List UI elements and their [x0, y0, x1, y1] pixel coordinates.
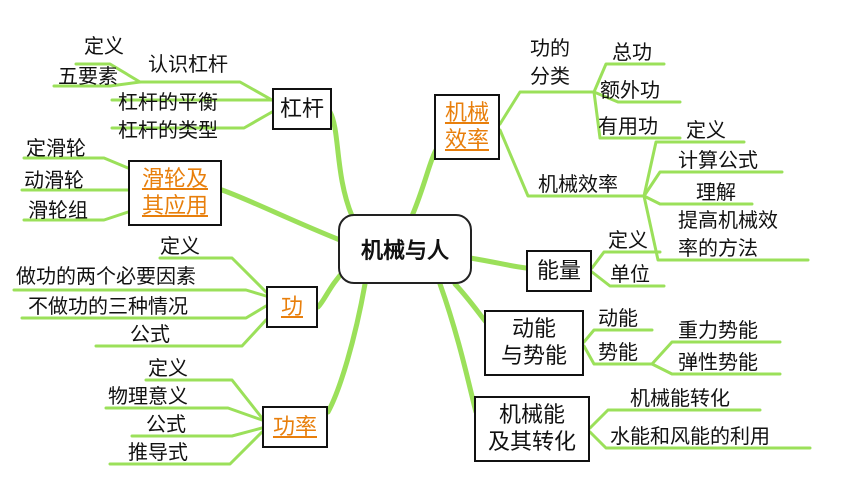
efficiency-item: 理解: [696, 180, 736, 204]
work-item: 不做功的三种情况: [28, 294, 188, 318]
kp-sub-item: 重力势能: [678, 318, 758, 342]
pulley-item: 动滑轮: [24, 168, 84, 192]
node-pulley-label-2[interactable]: 其应用: [141, 194, 208, 219]
lever-sub-item: 五要素: [58, 64, 118, 88]
lever-item: 认识杠杆: [148, 52, 228, 76]
central-topic: 机械与人: [338, 214, 472, 284]
branch-line-kp: [452, 281, 489, 325]
energy-item: 单位: [610, 262, 650, 286]
work-item: 做功的两个必要因素: [16, 264, 196, 288]
lever-sub-item: 定义: [84, 34, 124, 58]
branch-line-power: [325, 281, 368, 415]
power-item: 物理意义: [108, 384, 188, 408]
node-kp-label-2: 与势能: [500, 344, 567, 369]
kp-sub-item: 弹性势能: [678, 350, 758, 374]
power-item: 推导式: [128, 440, 188, 464]
node-lever: 杠杆: [272, 88, 332, 130]
kp-item: 动能: [598, 306, 638, 330]
branch-line-lever: [327, 109, 355, 219]
node-energy-label: 能量: [536, 258, 581, 284]
work-type-item: 额外功: [600, 78, 660, 102]
node-kinetic-potential: 动能 与势能: [484, 310, 584, 376]
node-energy: 能量: [526, 250, 592, 292]
work-item: 公式: [130, 322, 170, 346]
efficiency-item: 提高机械效: [678, 208, 778, 232]
pulley-item: 定滑轮: [26, 136, 86, 160]
branch-line-conversion: [437, 281, 479, 415]
power-item: 公式: [146, 412, 186, 436]
work-type-label: 功的: [530, 36, 570, 60]
kp-item: 势能: [598, 340, 638, 364]
work-type-label: 分类: [530, 64, 570, 88]
pulley-item: 滑轮组: [28, 198, 88, 222]
branch-line-energy: [467, 255, 529, 271]
lever-item: 杠杆的类型: [118, 118, 218, 142]
power-item: 定义: [148, 356, 188, 380]
energy-item: 定义: [608, 228, 648, 252]
node-kp-label-1: 动能: [511, 317, 556, 342]
conversion-item: 机械能转化: [630, 386, 730, 410]
efficiency-item: 计算公式: [678, 148, 758, 172]
work-type-item: 有用功: [598, 114, 658, 138]
node-pulley[interactable]: 滑轮及 其应用: [128, 160, 222, 226]
node-power-label[interactable]: 功率: [272, 414, 317, 440]
work-item: 定义: [160, 234, 200, 258]
branch-line-efficiency: [409, 147, 439, 219]
node-conversion-label-1: 机械能: [498, 403, 565, 428]
node-efficiency[interactable]: 机械 效率: [434, 94, 500, 160]
node-conversion-label-2: 及其转化: [487, 430, 576, 455]
work-type-item: 总功: [612, 40, 652, 64]
branch-line-pulley: [219, 187, 343, 243]
node-efficiency-label-1[interactable]: 机械: [444, 101, 489, 126]
lever-item: 杠杆的平衡: [118, 90, 218, 114]
efficiency-item: 率的方法: [678, 236, 758, 260]
node-pulley-label-1[interactable]: 滑轮及: [141, 167, 208, 192]
conversion-item: 水能和风能的利用: [610, 424, 770, 448]
efficiency-item: 定义: [686, 118, 726, 142]
node-efficiency-label-2[interactable]: 效率: [444, 128, 489, 153]
node-work[interactable]: 功: [266, 286, 318, 328]
efficiency-label: 机械效率: [538, 172, 618, 196]
node-lever-label: 杠杆: [279, 96, 324, 122]
node-conversion: 机械能 及其转化: [474, 396, 590, 462]
node-power[interactable]: 功率: [262, 406, 328, 448]
node-work-label[interactable]: 功: [280, 294, 303, 320]
